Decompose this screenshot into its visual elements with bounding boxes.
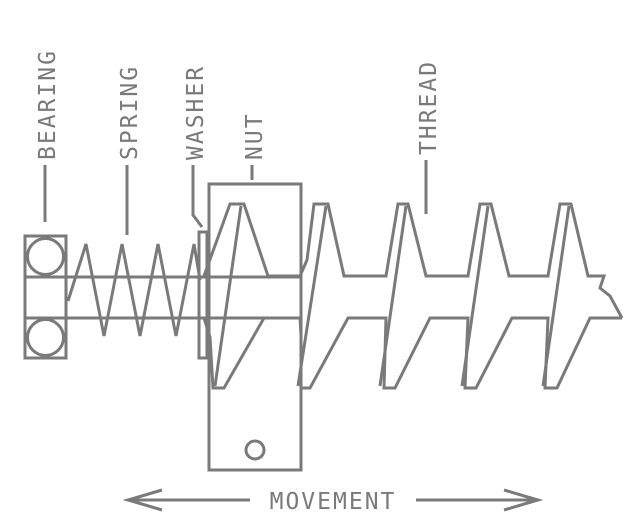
label-nut: NUT — [242, 112, 268, 160]
label-thread: THREAD — [416, 60, 442, 155]
washer — [197, 230, 209, 360]
shaft — [66, 275, 300, 320]
nut-hole — [244, 439, 266, 461]
thread — [202, 202, 624, 390]
washer-leader — [191, 165, 204, 228]
bearing — [23, 234, 68, 360]
label-bearing: BEARING — [35, 49, 61, 160]
bearing-ball-top — [26, 237, 65, 276]
label-washer: WASHER — [183, 65, 209, 160]
spring — [66, 243, 202, 337]
label-spring: SPRING — [117, 65, 143, 160]
label-movement: MOVEMENT — [270, 489, 397, 515]
movement-arrow — [122, 488, 544, 512]
leader-lines — [43, 160, 428, 235]
bearing-ball-bottom — [26, 318, 65, 357]
